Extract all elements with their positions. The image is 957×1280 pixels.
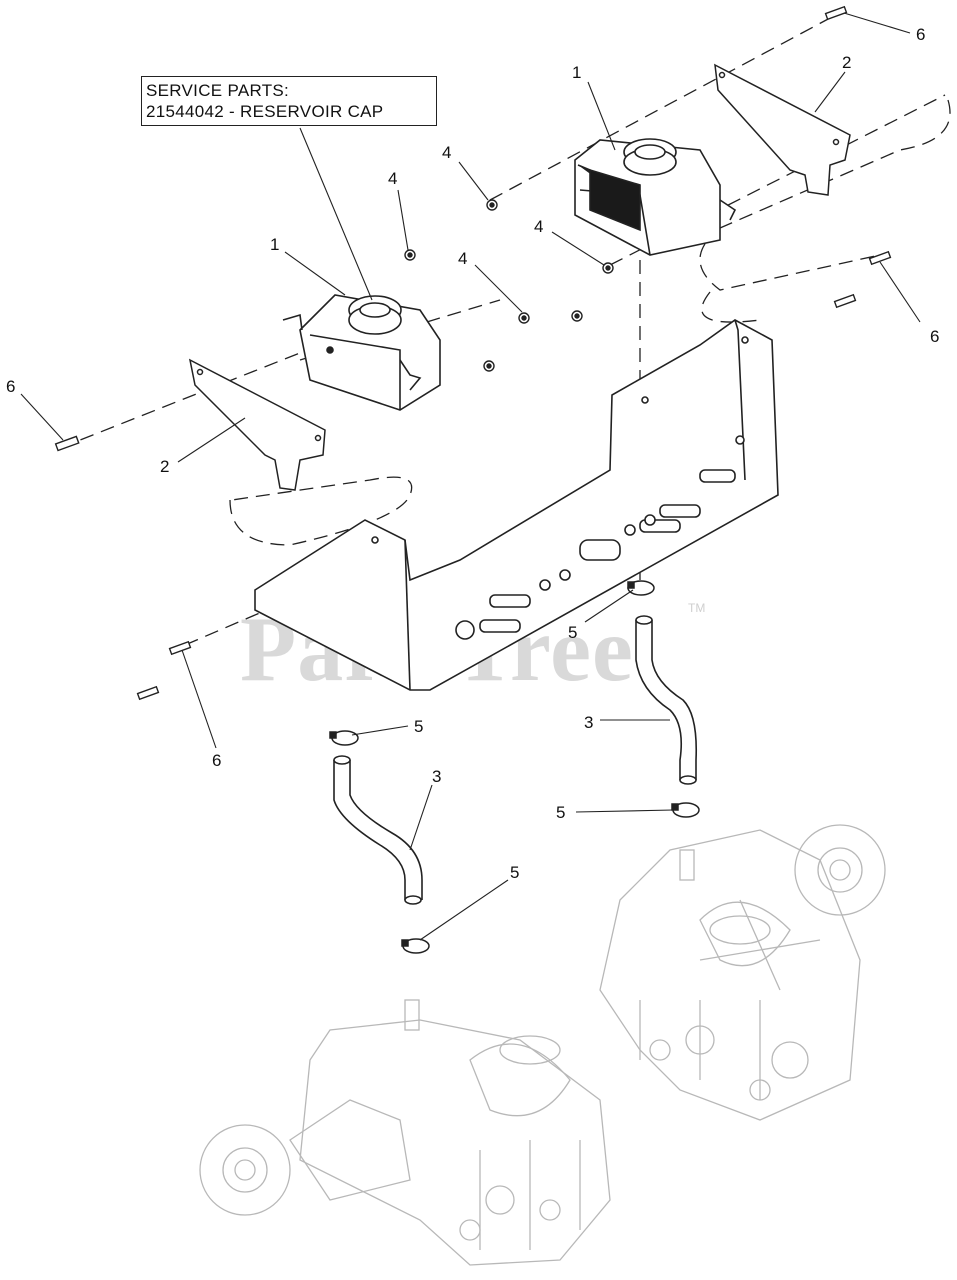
right-transaxle bbox=[599, 824, 886, 1121]
nut-icon bbox=[518, 312, 530, 324]
nuts bbox=[404, 199, 614, 372]
bolt-icon bbox=[868, 250, 892, 266]
bolts bbox=[54, 5, 892, 701]
callout-1-left: 1 bbox=[270, 235, 279, 254]
nut-icon bbox=[571, 310, 583, 322]
clamp-icon bbox=[329, 730, 359, 746]
left-bracket bbox=[188, 358, 326, 491]
service-parts-entry: 21544042 - RESERVOIR CAP bbox=[146, 102, 384, 121]
bolt-icon bbox=[824, 5, 848, 21]
nut-icon bbox=[483, 360, 495, 372]
mounting-frame bbox=[254, 319, 779, 691]
clamp-icon bbox=[401, 938, 430, 954]
right-bracket bbox=[714, 63, 851, 196]
callout-5-upper-left: 5 bbox=[414, 717, 423, 736]
hose-right bbox=[635, 615, 698, 785]
callout-4-top-middle: 4 bbox=[442, 143, 451, 162]
callout-4-middle: 4 bbox=[458, 249, 467, 268]
callout-3-left: 3 bbox=[432, 767, 441, 786]
callout-6-right: 6 bbox=[930, 327, 939, 346]
callout-3-right: 3 bbox=[584, 713, 593, 732]
callout-1-right: 1 bbox=[572, 63, 581, 82]
callout-5-lower-left: 5 bbox=[510, 863, 519, 882]
watermark-trademark: TM bbox=[688, 601, 705, 615]
callout-6-top-right: 6 bbox=[916, 25, 925, 44]
callout-6-left: 6 bbox=[6, 377, 15, 396]
callout-2-left: 2 bbox=[160, 457, 169, 476]
service-parts-heading: SERVICE PARTS: bbox=[146, 81, 290, 100]
clamp-icon bbox=[627, 580, 655, 596]
bolt-icon bbox=[136, 685, 160, 701]
callout-5-upper-right: 5 bbox=[568, 623, 577, 642]
clamp-icon bbox=[671, 802, 700, 818]
callout-4-top-left: 4 bbox=[388, 169, 397, 188]
right-reservoir bbox=[574, 138, 737, 256]
callout-6-bottom-left: 6 bbox=[212, 751, 221, 770]
leader-lines bbox=[20, 12, 921, 941]
callout-2-right: 2 bbox=[842, 53, 851, 72]
nut-icon bbox=[602, 262, 614, 274]
left-reservoir bbox=[282, 294, 441, 411]
callout-4-right: 4 bbox=[534, 217, 543, 236]
bolt-icon bbox=[54, 435, 80, 452]
service-parts-box: SERVICE PARTS: 21544042 - RESERVOIR CAP bbox=[141, 76, 437, 126]
bolt-icon bbox=[833, 293, 857, 309]
callout-5-lower-right: 5 bbox=[556, 803, 565, 822]
callout-numbers: 1 1 2 2 3 3 4 4 4 4 5 5 5 5 6 6 6 6 bbox=[6, 25, 939, 882]
left-transaxle bbox=[199, 999, 611, 1266]
nut-icon bbox=[486, 199, 498, 211]
nut-icon bbox=[404, 249, 416, 261]
hose-left bbox=[333, 755, 423, 905]
bolt-icon bbox=[168, 640, 192, 656]
